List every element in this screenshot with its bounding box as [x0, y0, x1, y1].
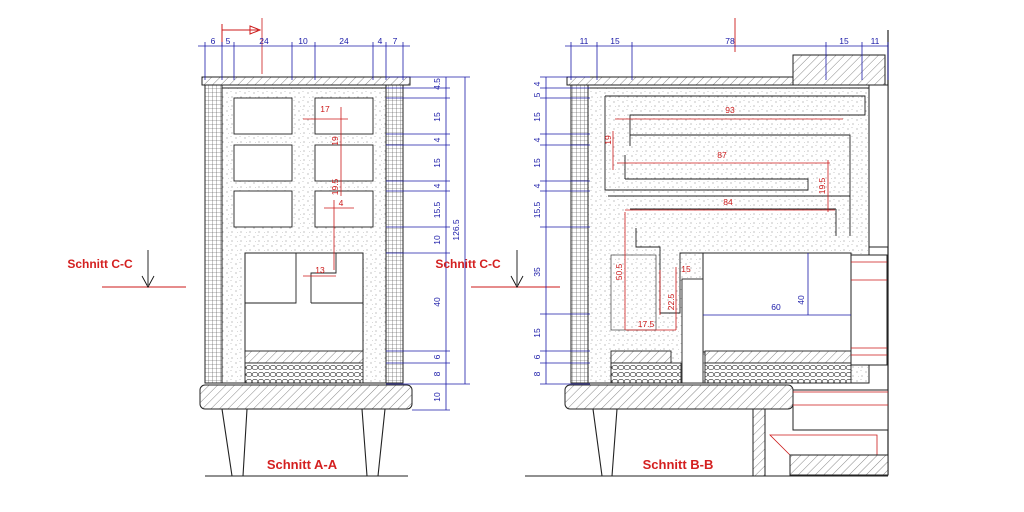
a-top-dim: 10 [298, 36, 308, 46]
b-side-dim: 15.5 [532, 201, 542, 218]
b-side-dim: 15 [532, 328, 542, 338]
b-side-dim: 4 [532, 81, 542, 86]
a-red-dim: 17 [320, 104, 330, 114]
b-firebox-dim: 40 [796, 295, 806, 305]
a-top-dim: 5 [226, 36, 231, 46]
a-cut-label: Schnitt C-C [67, 257, 133, 271]
b-side-dim: 5 [532, 92, 542, 97]
b-red-dim: 22.5 [666, 293, 676, 310]
a-side-dim: 4 [432, 183, 442, 188]
b-red-dim: 19 [603, 135, 613, 145]
b-side-dim: 8 [532, 371, 542, 376]
a-side-dim: 6 [432, 354, 442, 359]
a-red-dim: 19 [330, 136, 340, 146]
b-top-dim: 11 [871, 36, 880, 46]
a-caption: Schnitt A-A [267, 457, 338, 472]
a-red-dim: 4 [339, 198, 344, 208]
b-red-dim: 87 [717, 150, 727, 160]
a-overall-height: 126.5 [451, 219, 461, 241]
b-top-dim: 15 [839, 36, 849, 46]
b-side-dim: 6 [532, 354, 542, 359]
a-side-dim: 15 [432, 112, 442, 122]
a-top-dim: 6 [211, 36, 216, 46]
b-top-dim: 11 [580, 36, 589, 46]
b-side-dim: 15 [532, 112, 542, 122]
a-red-dim: 19.5 [330, 178, 340, 195]
a-side-dim: 8 [432, 371, 442, 376]
section-a [102, 18, 470, 477]
b-caption: Schnitt B-B [643, 457, 714, 472]
a-side-dim: 10 [432, 392, 442, 402]
b-cut-label: Schnitt C-C [435, 257, 501, 271]
b-top-dim: 15 [610, 36, 620, 46]
b-red-dim: 93 [725, 105, 735, 115]
a-side-dim: 4 [432, 137, 442, 142]
b-firebox-dim: 60 [771, 302, 781, 312]
a-red-dim: 13 [315, 265, 325, 275]
a-side-dim: 40 [432, 297, 442, 307]
b-red-dim: 17.5 [638, 319, 655, 329]
b-red-dim: 15 [681, 264, 691, 274]
b-side-dim: 4 [532, 183, 542, 188]
a-top-dim: 7 [393, 36, 398, 46]
a-side-dim: 4.5 [432, 78, 442, 90]
a-side-dim: 15.5 [432, 201, 442, 218]
a-side-dim: 10 [432, 235, 442, 245]
b-top-dim: 78 [725, 36, 735, 46]
a-side-dim: 15 [432, 158, 442, 168]
a-top-dim: 4 [378, 36, 383, 46]
a-top-dim: 24 [339, 36, 349, 46]
b-red-dim: 19.5 [817, 177, 827, 194]
b-red-dim: 50.5 [614, 263, 624, 280]
section-b [471, 18, 889, 477]
b-side-dim: 4 [532, 137, 542, 142]
b-side-dim: 35 [532, 267, 542, 277]
b-red-dim: 84 [723, 197, 733, 207]
a-top-dim: 24 [259, 36, 269, 46]
b-side-dim: 15 [532, 158, 542, 168]
